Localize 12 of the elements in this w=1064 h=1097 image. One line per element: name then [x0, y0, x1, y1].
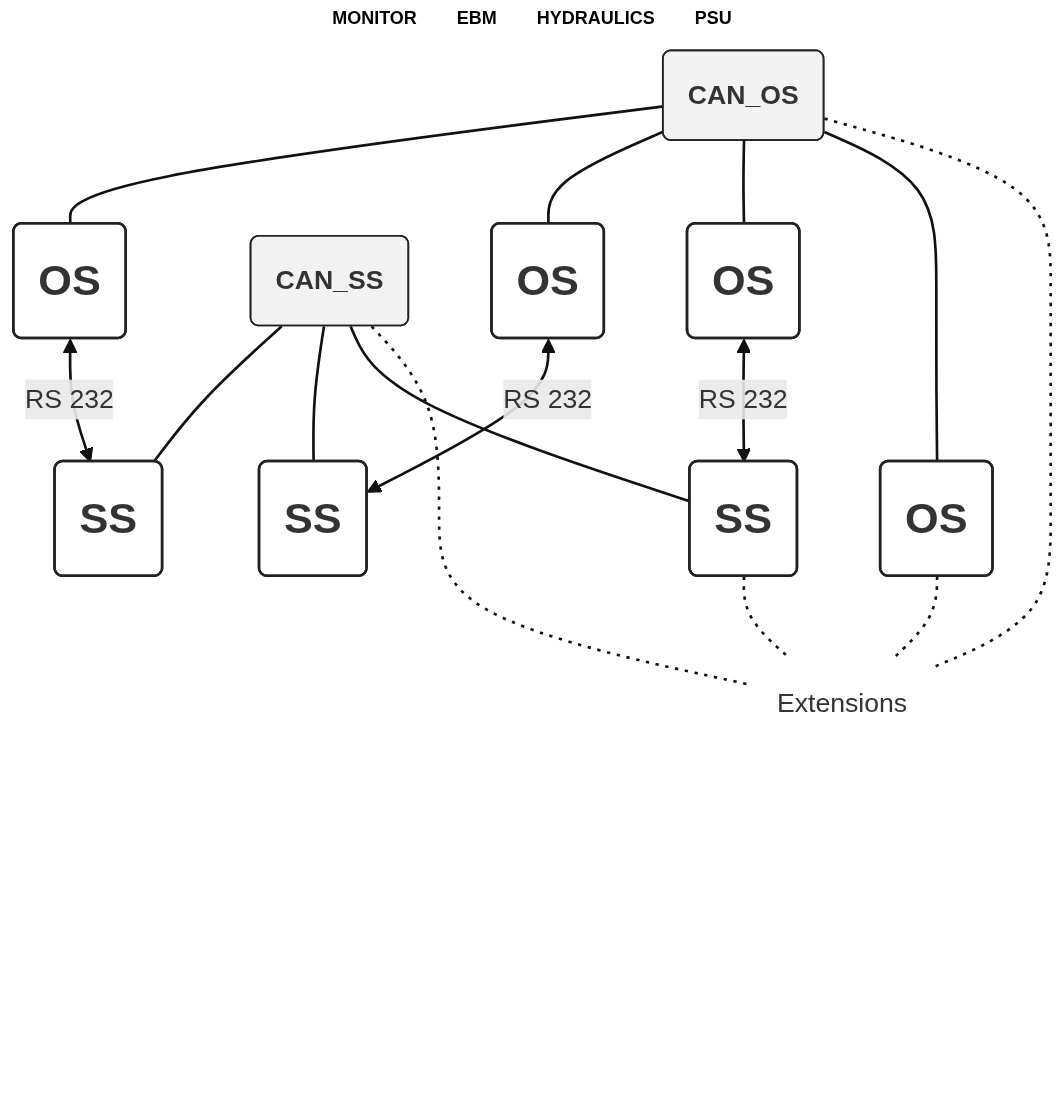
connector	[312, 326, 326, 462]
group-heading: HYDRAULICS	[536, 8, 655, 29]
connector	[152, 325, 283, 463]
group-heading: PSU	[694, 8, 732, 29]
group-heading: EBM	[456, 8, 497, 29]
connector	[823, 130, 939, 462]
node-text: Extensions	[776, 688, 908, 718]
edge-label: RS 232	[698, 384, 788, 413]
connector	[824, 117, 1053, 669]
edge-label: RS 232	[503, 384, 593, 413]
edge-label: RS 232	[25, 384, 114, 413]
group-heading: MONITOR	[332, 8, 417, 29]
